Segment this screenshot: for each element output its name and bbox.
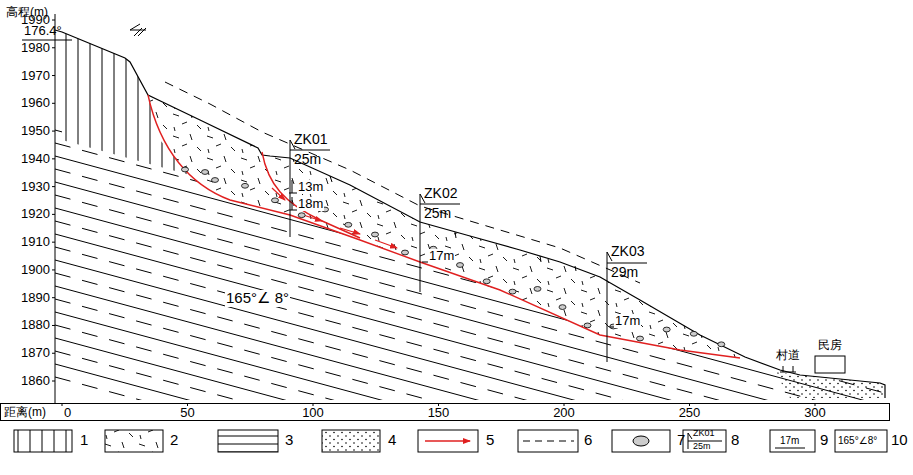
legend-number: 10 [891, 432, 908, 449]
borehole-id: ZK02 [424, 186, 457, 201]
legend-number: 5 [486, 432, 494, 449]
legend-number: 2 [170, 432, 178, 449]
gravel [212, 178, 219, 183]
tick-label: 50 [180, 406, 194, 420]
bedding-line [55, 325, 885, 475]
gravel [345, 222, 352, 227]
borehole-depth: 25m [424, 206, 451, 221]
bedding-line [55, 299, 885, 475]
tick [52, 158, 55, 159]
tick-label: 1960 [21, 96, 50, 110]
house-label: 民房 [817, 339, 843, 352]
tick [52, 269, 55, 270]
gravel [272, 198, 279, 203]
gravel [534, 287, 541, 292]
gravel [509, 289, 516, 294]
tick-label: 1880 [21, 318, 50, 332]
gravel [559, 305, 566, 310]
gravel [637, 336, 644, 341]
bedding-line [55, 286, 885, 475]
depth-label: 17m [614, 314, 641, 328]
bedding-line [55, 273, 885, 475]
legend-sample-text: ZK01 [693, 429, 715, 439]
bedding-line [55, 351, 885, 475]
tick [52, 214, 55, 215]
tick [52, 381, 55, 382]
tick [52, 75, 55, 76]
tick [52, 20, 55, 21]
tick-label: 1950 [21, 124, 50, 138]
tick-label: 1870 [21, 346, 50, 360]
legend-number: 1 [80, 432, 88, 449]
gravel [483, 279, 490, 284]
tick [62, 403, 63, 406]
tick-label: 200 [553, 406, 575, 420]
attitude-label: 165°∠ 8° [225, 290, 290, 307]
tick-label: 1920 [21, 207, 50, 221]
tick-label: 100 [302, 406, 324, 420]
bedding-line [55, 364, 885, 475]
gravel [690, 331, 697, 336]
gravel [202, 170, 209, 175]
legend-sample-text: 165°∠8° [838, 435, 877, 446]
tick [52, 131, 55, 132]
legend-sample-text: 17m [780, 435, 799, 446]
tick-label: 0 [64, 406, 71, 420]
tick [52, 297, 55, 298]
tick [52, 353, 55, 354]
bedding-line [55, 260, 885, 475]
tick-label: 1860 [21, 374, 50, 388]
gravel [298, 213, 305, 218]
tick-label: 300 [804, 406, 826, 420]
depth-label: 13m [297, 180, 324, 194]
bedding-line [55, 338, 885, 475]
tick-label: 150 [428, 406, 450, 420]
tick-label: 1890 [21, 291, 50, 305]
tick-label: 1970 [21, 69, 50, 83]
depth-label: 18m [297, 197, 324, 211]
legend-number: 6 [584, 432, 592, 449]
legend-number: 4 [388, 432, 396, 449]
tick-label: 1940 [21, 152, 50, 166]
tick-label: 1930 [21, 180, 50, 194]
gravel [182, 167, 189, 172]
bedding-line [55, 247, 885, 471]
tick-label: 1910 [21, 235, 50, 249]
gravel [402, 250, 409, 255]
gravel [457, 263, 464, 268]
tick [52, 186, 55, 187]
tick-label: 250 [679, 406, 701, 420]
bedding-line [55, 377, 885, 475]
gravel [372, 232, 379, 237]
gravel [663, 327, 670, 332]
tick-label: 1900 [21, 263, 50, 277]
tick [52, 325, 55, 326]
borehole-id: ZK03 [611, 244, 644, 259]
axis-title: 距离(m) [4, 406, 46, 419]
legend-number: 9 [820, 432, 828, 449]
depth-label: 17m [428, 249, 455, 263]
legend-number: 7 [677, 432, 685, 449]
gravel [242, 183, 249, 188]
tick [52, 242, 55, 243]
tick-label: 1980 [21, 41, 50, 55]
bedding-line [55, 312, 885, 475]
borehole-depth: 25m [294, 152, 321, 167]
gravel [718, 342, 725, 347]
tick [52, 47, 55, 48]
tick [52, 103, 55, 104]
road-label: 村道 [775, 349, 801, 362]
azimuth-label: 176.4° [24, 24, 62, 38]
borehole-depth: 29m [611, 265, 638, 280]
borehole-id: ZK01 [294, 132, 327, 147]
gravel [584, 323, 591, 328]
legend-sample-text: 25m [693, 442, 711, 452]
legend-number: 3 [285, 432, 293, 449]
legend-number: 8 [731, 432, 739, 449]
